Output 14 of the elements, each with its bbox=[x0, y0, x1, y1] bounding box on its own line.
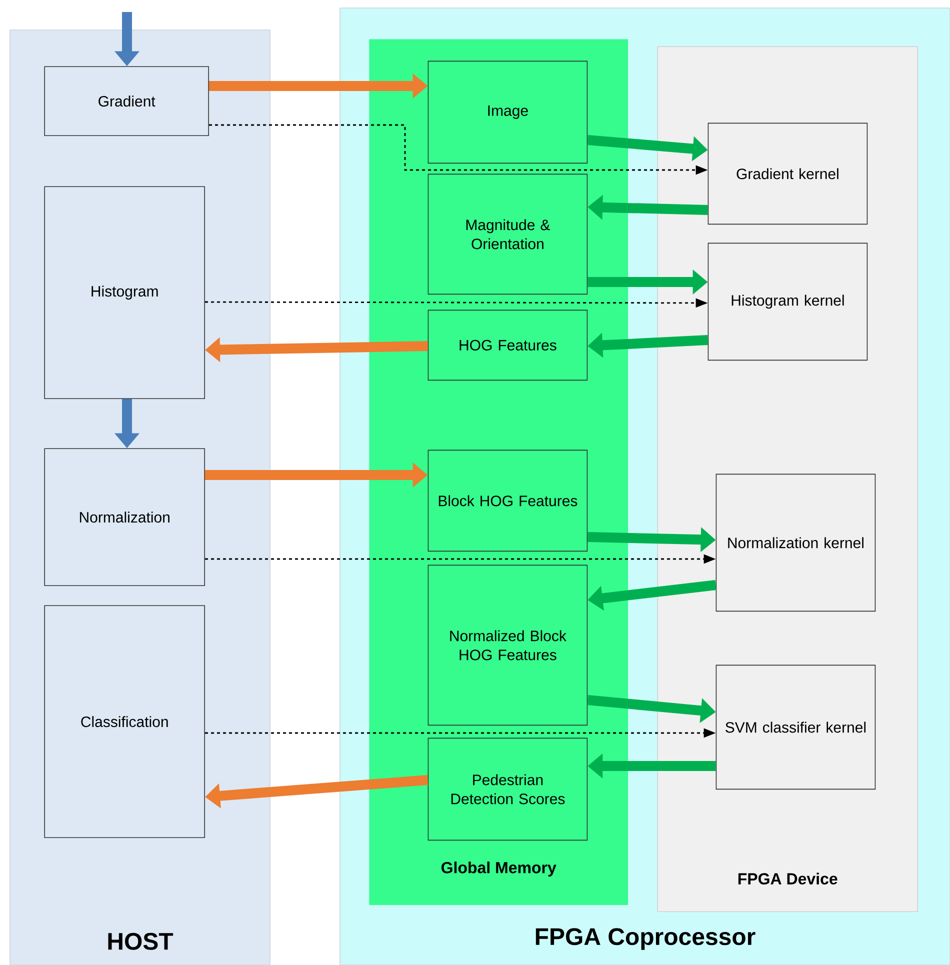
process-box: Normalization bbox=[44, 448, 205, 586]
process-box: Image bbox=[428, 60, 588, 164]
process-box: Classification bbox=[44, 605, 205, 838]
process-box: Histogram kernel bbox=[708, 242, 868, 361]
process-box: HOG Features bbox=[428, 310, 588, 381]
process-box: Histogram bbox=[44, 186, 205, 399]
process-box: Gradient bbox=[44, 66, 209, 136]
process-box: Magnitude & Orientation bbox=[428, 174, 588, 295]
process-box: Normalized Block HOG Features bbox=[428, 564, 588, 726]
process-box: Normalization kernel bbox=[716, 474, 876, 612]
process-box: Block HOG Features bbox=[428, 450, 588, 552]
process-box: SVM classifier kernel bbox=[716, 664, 876, 790]
process-box: Pedestrian Detection Scores bbox=[428, 738, 588, 841]
process-box: Gradient kernel bbox=[708, 122, 868, 225]
